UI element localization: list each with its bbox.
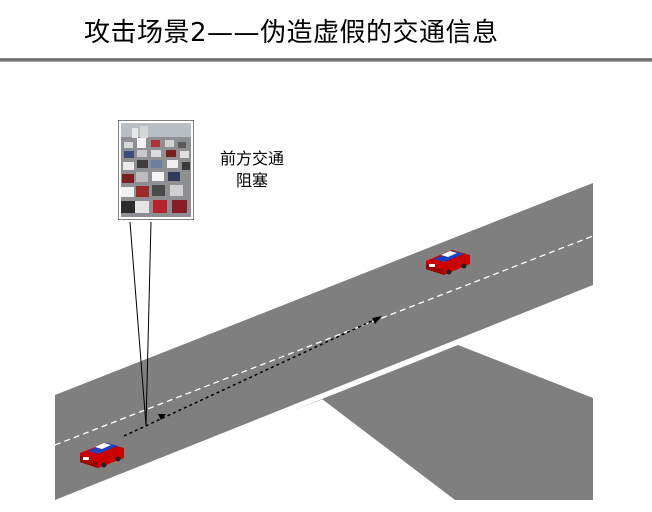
callout-pointer-right — [145, 221, 152, 426]
junction-fill — [290, 345, 460, 412]
car-front — [80, 443, 124, 468]
callout-line-2: 阻塞 — [235, 171, 268, 190]
lane-marking — [54, 235, 594, 446]
callout-line-1: 前方交通 — [219, 149, 284, 168]
slide-title: 攻击场景2——伪造虚假的交通信息 — [84, 18, 499, 48]
title-divider — [0, 58, 652, 62]
car-ahead — [426, 250, 470, 275]
travel-arrow-head-small — [158, 414, 166, 420]
travel-arrow-head — [372, 316, 382, 324]
branch-road — [322, 345, 593, 500]
travel-arrow — [123, 319, 375, 437]
traffic-jam-photo — [118, 120, 194, 220]
callout-pointer-left — [129, 221, 147, 426]
callout-message: 前方交通 阻塞 — [210, 148, 294, 192]
